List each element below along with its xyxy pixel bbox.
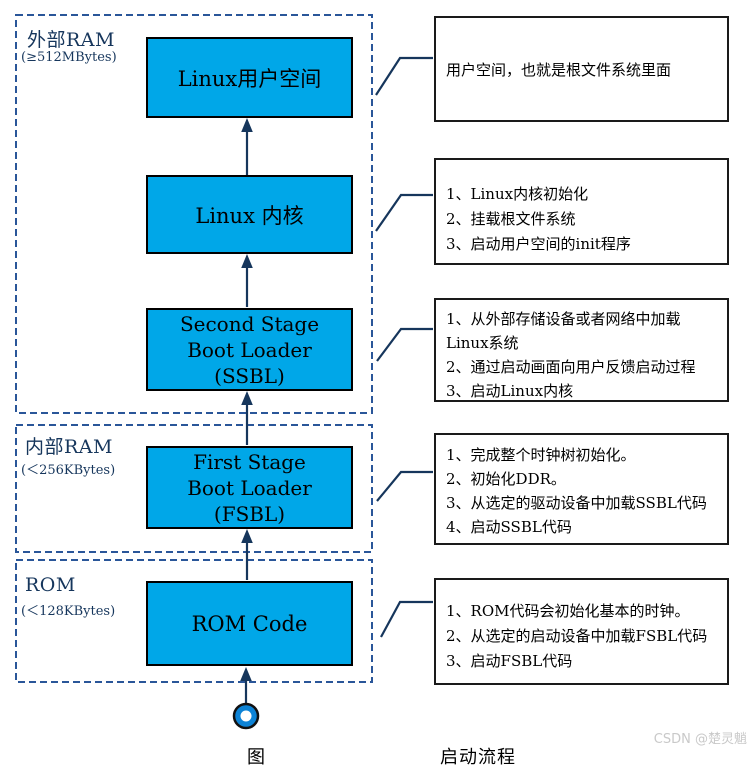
flow-arrow-kernel-to-user [241, 118, 253, 175]
stage-label: Boot Loader [187, 475, 312, 500]
annotation-line: Linux系统 [446, 334, 519, 352]
annotation-line: 2、从选定的启动设备中加载FSBL代码 [446, 627, 708, 645]
stage-box-fsbl: First Stage Boot Loader (FSBL) [146, 446, 353, 529]
stage-label: Boot Loader [187, 337, 312, 362]
annotation-line: 2、初始化DDR。 [446, 470, 566, 488]
leader-line-fsbl [376, 470, 433, 502]
start-node-icon [232, 702, 260, 730]
stage-label: Linux用户空间 [177, 66, 322, 91]
region-label-external-ram: 外部RAM [27, 29, 115, 51]
stage-label: First Stage [193, 449, 306, 474]
annotation-user-space: 用户空间，也就是根文件系统里面 [434, 16, 729, 122]
region-size-external-ram: (≥512MBytes) [21, 50, 117, 65]
stage-label: (FSBL) [213, 501, 286, 526]
leader-line-rom-code [380, 600, 433, 638]
flow-arrow-fsbl-to-ssbl [241, 391, 253, 445]
annotation-line: 3、启动FSBL代码 [446, 652, 573, 670]
flow-arrow-ssbl-to-kernel [241, 254, 253, 307]
region-label-rom: ROM [25, 574, 76, 596]
annotation-line: 1、Linux内核初始化 [446, 185, 589, 203]
annotation-line: 1、ROM代码会初始化基本的时钟。 [446, 602, 690, 620]
annotation-line: 4、启动SSBL代码 [446, 518, 572, 536]
watermark-text: CSDN @楚灵魈 [653, 732, 747, 747]
flow-arrow-rom-to-fsbl [241, 529, 253, 580]
stage-label: ROM Code [191, 611, 308, 636]
figure-caption-text: 启动流程 [440, 747, 516, 768]
annotation-kernel: 1、Linux内核初始化 2、挂载根文件系统 3、启动用户空间的init程序 [434, 158, 729, 265]
annotation-line: 2、通过启动画面向用户反馈启动过程 [446, 358, 696, 376]
annotation-ssbl: 1、从外部存储设备或者网络中加载 Linux系统 2、通过启动画面向用户反馈启动… [434, 298, 729, 402]
region-size-internal-ram: (＜256KBytes) [21, 463, 116, 478]
annotation-line: 用户空间，也就是根文件系统里面 [446, 60, 672, 79]
figure-caption-prefix: 图 [247, 747, 265, 768]
boot-flow-diagram-page: { "colors": { "process_box_fill": "#00A7… [15, 14, 747, 768]
annotation-line: 2、挂载根文件系统 [446, 210, 576, 228]
stage-label: (SSBL) [214, 363, 285, 388]
annotation-line: 3、启动用户空间的init程序 [446, 235, 631, 253]
stage-box-linux-user-space: Linux用户空间 [146, 37, 353, 118]
annotation-rom-code: 1、ROM代码会初始化基本的时钟。 2、从选定的启动设备中加载FSBL代码 3、… [434, 578, 729, 685]
flow-arrow-start-to-rom [240, 667, 252, 703]
annotation-line: 1、完成整个时钟树初始化。 [446, 446, 636, 464]
region-label-internal-ram: 内部RAM [25, 436, 113, 458]
stage-box-rom-code: ROM Code [146, 581, 353, 666]
stage-label: Second Stage [179, 311, 320, 336]
leader-line-user-space [375, 56, 433, 96]
region-size-rom: (＜128KBytes) [21, 604, 116, 619]
annotation-line: 1、从外部存储设备或者网络中加载 [446, 310, 681, 328]
leader-line-ssbl [376, 327, 433, 362]
annotation-fsbl: 1、完成整个时钟树初始化。 2、初始化DDR。 3、从选定的驱动设备中加载SSB… [434, 433, 729, 545]
annotation-line: 3、启动Linux内核 [446, 382, 574, 400]
stage-label: Linux 内核 [195, 203, 304, 228]
leader-line-kernel [375, 193, 433, 232]
stage-box-ssbl: Second Stage Boot Loader (SSBL) [146, 308, 353, 391]
stage-box-linux-kernel: Linux 内核 [146, 175, 353, 254]
annotation-line: 3、从选定的驱动设备中加载SSBL代码 [446, 494, 707, 512]
